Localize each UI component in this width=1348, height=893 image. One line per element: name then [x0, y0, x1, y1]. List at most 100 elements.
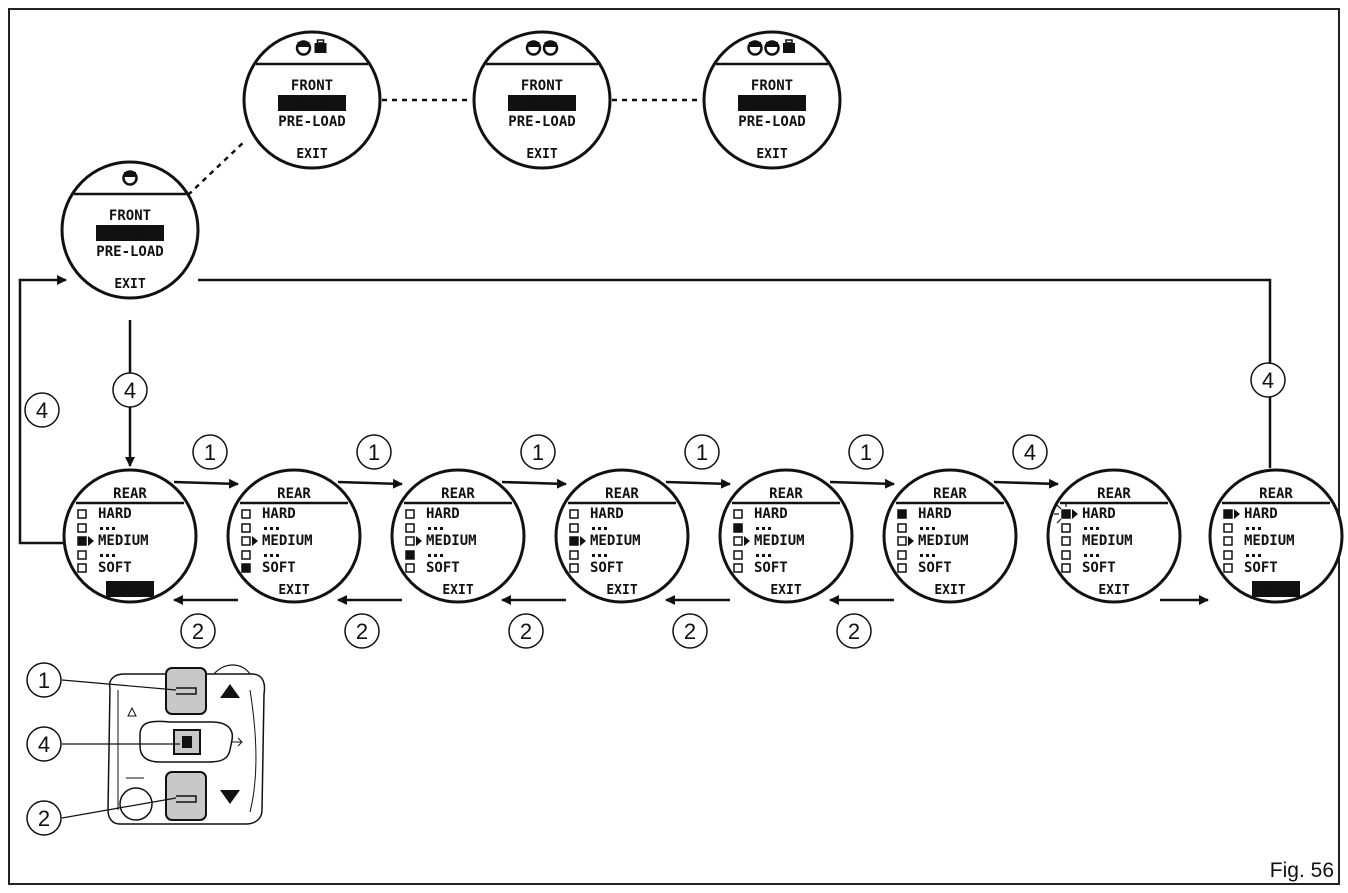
callout-4: 4	[26, 726, 62, 762]
callout-1: 1	[356, 434, 392, 470]
callout-number: 2	[356, 619, 368, 644]
intermediate-level-dots	[756, 554, 771, 557]
passenger-icon	[542, 40, 559, 56]
callout-circle	[356, 434, 392, 470]
level-marker-filled	[405, 550, 415, 560]
passenger-icon	[764, 40, 780, 56]
handlebar-switch-illustration	[107, 664, 266, 825]
level-marker	[405, 523, 415, 533]
rear-exit: EXIT	[278, 583, 309, 598]
callout-4: 4	[112, 372, 148, 408]
level-marker	[1061, 536, 1071, 546]
option-medium: MEDIUM	[262, 533, 313, 549]
intermediate-level-dots	[100, 554, 115, 557]
callout-number: 4	[1024, 440, 1036, 465]
level-marker	[1223, 523, 1233, 533]
callout-number: 2	[192, 619, 204, 644]
figure-frame	[8, 8, 1340, 885]
intermediate-level-dots	[264, 554, 279, 557]
callout-circle	[520, 434, 556, 470]
level-marker	[241, 523, 251, 533]
callout-circle	[508, 613, 544, 649]
level-marker	[405, 509, 415, 519]
level-marker	[733, 563, 743, 573]
rear-title: REAR	[277, 486, 311, 502]
callout-number: 2	[38, 806, 50, 831]
cursor-arrow	[88, 536, 94, 546]
callout-4: 4	[1250, 362, 1286, 398]
level-marker-filled	[897, 509, 907, 519]
level-marker-filled	[241, 563, 251, 573]
cursor-arrow	[580, 536, 586, 546]
option-hard: HARD	[590, 506, 624, 522]
cursor-arrow	[1234, 509, 1240, 519]
menu-item-front: FRONT	[521, 78, 563, 94]
option-medium: MEDIUM	[918, 533, 969, 549]
rear-title: REAR	[605, 486, 639, 502]
option-hard: HARD	[426, 506, 460, 522]
level-marker	[241, 509, 251, 519]
option-soft: SOFT	[590, 560, 624, 576]
callout-number: 2	[848, 619, 860, 644]
level-marker-filled	[1223, 509, 1233, 519]
intermediate-level-dots	[1084, 527, 1099, 530]
option-medium: MEDIUM	[426, 533, 477, 549]
option-hard: HARD	[1244, 506, 1278, 522]
menu-exit: EXIT	[756, 147, 787, 162]
callout-number: 4	[1262, 368, 1274, 393]
up-button	[165, 667, 207, 715]
level-marker	[77, 563, 87, 573]
callout-2: 2	[672, 613, 708, 649]
callout-4: 4	[24, 392, 60, 428]
figure-label: Fig. 56	[1269, 859, 1334, 882]
rear-title: REAR	[441, 486, 475, 502]
callout-circle	[672, 613, 708, 649]
menu-item-front: FRONT	[291, 78, 333, 94]
rear-exit: EXIT	[770, 583, 801, 598]
leader-line	[61, 797, 177, 819]
level-marker	[897, 550, 907, 560]
leader-line	[61, 679, 177, 691]
callout-circle	[836, 613, 872, 649]
menu-item-front: FRONT	[109, 208, 151, 224]
level-marker	[77, 550, 87, 560]
blinking-indicator	[1054, 502, 1067, 524]
menu-exit: EXIT	[296, 147, 327, 162]
return-line-right	[198, 278, 1272, 468]
menu-item-preload: PRE-LOAD	[738, 114, 805, 130]
callout-1: 1	[192, 434, 228, 470]
callout-number: 1	[532, 440, 544, 465]
intermediate-level-dots	[100, 527, 115, 530]
level-marker	[733, 536, 743, 546]
level-marker	[1061, 563, 1071, 573]
intermediate-level-dots	[428, 527, 443, 530]
cursor-arrow	[252, 536, 258, 546]
menu-item-preload: PRE-LOAD	[278, 114, 345, 130]
option-soft: SOFT	[426, 560, 460, 576]
selected-item-highlight	[738, 95, 806, 111]
exit-highlight	[106, 581, 154, 597]
forward-arrow	[829, 478, 895, 489]
callout-number: 2	[684, 619, 696, 644]
rear-title: REAR	[113, 486, 147, 502]
rear-title: REAR	[1097, 486, 1131, 502]
callout-4: 4	[1012, 434, 1048, 470]
level-marker	[569, 523, 579, 533]
intermediate-level-dots	[920, 554, 935, 557]
option-medium: MEDIUM	[754, 533, 805, 549]
intermediate-level-dots	[1246, 527, 1261, 530]
rear-exit: EXIT	[934, 583, 965, 598]
callout-2: 2	[26, 800, 62, 836]
cursor-arrow	[416, 536, 422, 546]
level-marker	[569, 563, 579, 573]
callout-number: 1	[38, 668, 50, 693]
intermediate-level-dots	[428, 554, 443, 557]
option-soft: SOFT	[918, 560, 952, 576]
rider-icon	[747, 40, 763, 56]
level-marker-filled	[733, 523, 743, 533]
